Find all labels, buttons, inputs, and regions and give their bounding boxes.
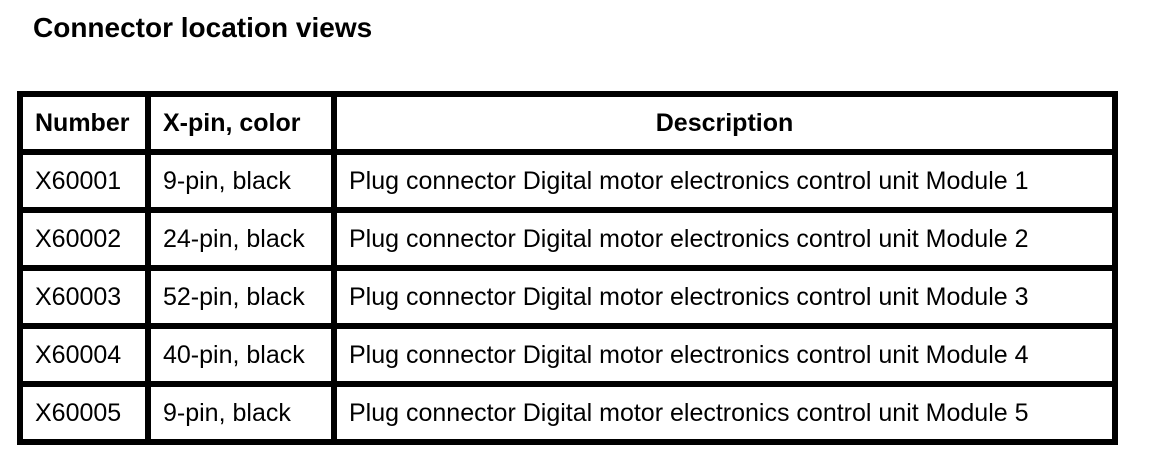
cell-number: X60004	[17, 323, 151, 387]
cell-pin-color: 9-pin, black	[145, 149, 337, 213]
cell-number: X60003	[17, 265, 151, 329]
cell-description: Plug connector Digital motor electronics…	[331, 149, 1118, 213]
page-title: Connector location views	[33, 12, 373, 43]
table-row: X60003 52-pin, black Plug connector Digi…	[17, 265, 1118, 329]
cell-number: X60001	[17, 149, 151, 213]
cell-description: Plug connector Digital motor electronics…	[331, 265, 1118, 329]
table-row: X60004 40-pin, black Plug connector Digi…	[17, 323, 1118, 387]
cell-description: Plug connector Digital motor electronics…	[331, 381, 1118, 445]
cell-pin-color: 9-pin, black	[145, 381, 337, 445]
column-header-pin-color: X-pin, color	[145, 91, 337, 155]
cell-number: X60005	[17, 381, 151, 445]
cell-description: Plug connector Digital motor electronics…	[331, 323, 1118, 387]
connector-location-table: Number X-pin, color Description X60001 9…	[17, 91, 1118, 445]
cell-pin-color: 40-pin, black	[145, 323, 337, 387]
table-row: X60002 24-pin, black Plug connector Digi…	[17, 207, 1118, 271]
cell-pin-color: 52-pin, black	[145, 265, 337, 329]
cell-description: Plug connector Digital motor electronics…	[331, 207, 1118, 271]
column-header-number: Number	[17, 91, 151, 155]
table-row: X60001 9-pin, black Plug connector Digit…	[17, 149, 1118, 213]
table-row: X60005 9-pin, black Plug connector Digit…	[17, 381, 1118, 445]
cell-pin-color: 24-pin, black	[145, 207, 337, 271]
cell-number: X60002	[17, 207, 151, 271]
column-header-description: Description	[331, 91, 1118, 155]
table-header-row: Number X-pin, color Description	[17, 91, 1118, 155]
